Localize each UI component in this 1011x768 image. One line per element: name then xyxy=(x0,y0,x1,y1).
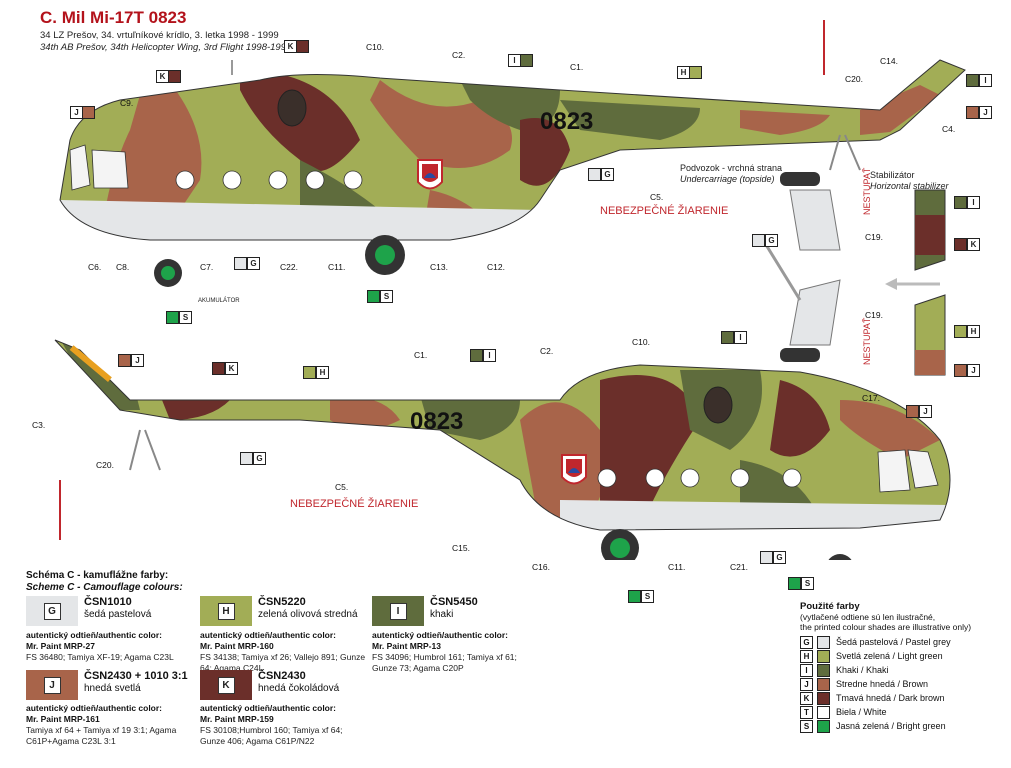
callout-c1-bottom: C1. xyxy=(414,350,428,360)
swatch-h-auth: autentický odtieň/authentic color:Mr. Pa… xyxy=(200,630,366,673)
callout-c12: C12. xyxy=(487,262,505,272)
callout-c9: C9. xyxy=(120,98,134,108)
used-colours: Použité farby (vytlačené odtiene sú len … xyxy=(800,601,1005,733)
tag-i-stab: I xyxy=(954,196,980,209)
tag-j-tail: J xyxy=(966,106,992,119)
callout-c3: C3. xyxy=(32,420,46,430)
tag-k-rotor: K xyxy=(284,40,309,53)
callout-c21: C21. xyxy=(730,562,748,572)
akumulator-label: AKUMULÁTOR xyxy=(198,298,240,304)
callout-c14: C14. xyxy=(880,56,898,66)
tag-g-top: G xyxy=(588,168,614,181)
undercarriage-detail xyxy=(758,172,841,362)
stabilizer-label-en: Horizontal stabilizer xyxy=(870,181,949,191)
callout-c7: C7. xyxy=(200,262,214,272)
callout-c19-bottom: C19. xyxy=(865,310,883,320)
callout-c22: C22. xyxy=(280,262,298,272)
tag-h-stab: H xyxy=(954,325,980,338)
tag-g-undercarriage: G xyxy=(752,234,778,247)
callout-c6: C6. xyxy=(88,262,102,272)
callout-c4: C4. xyxy=(942,124,956,134)
tag-i-tail: I xyxy=(966,74,992,87)
callout-c5-bottom: C5. xyxy=(335,482,349,492)
serial-bottom: 0823 xyxy=(410,408,464,435)
callout-c20-bottom: C20. xyxy=(96,460,114,470)
tag-s-wheel-top: S xyxy=(367,290,393,303)
warning-bottom: NEBEZPEČNÉ ŽIARENIE xyxy=(290,498,419,510)
callout-c20-top: C20. xyxy=(845,74,863,84)
callout-c13: C13. xyxy=(430,262,448,272)
tag-i-top: I xyxy=(508,54,533,67)
swatch-j-auth: autentický odtieň/authentic color:Mr. Pa… xyxy=(26,703,177,746)
warning-top: NEBEZPEČNÉ ŽIARENIE xyxy=(600,205,729,217)
callout-c8: C8. xyxy=(116,262,130,272)
tag-i-bottom: I xyxy=(470,349,496,362)
tag-k-nose: K xyxy=(156,70,181,83)
callout-c15: C15. xyxy=(452,543,470,553)
tag-s-wheel-nose-bottom: S xyxy=(788,577,814,590)
tag-h-bottom: H xyxy=(303,366,329,379)
tag-s-wheel-bottom: S xyxy=(628,590,654,603)
unit-line-en: 34th AB Prešov, 34th Helicopter Wing, 3r… xyxy=(40,42,292,53)
swatch-g-auth: autentický odtieň/authentic color:Mr. Pa… xyxy=(26,630,174,662)
stabilizer-detail xyxy=(885,189,946,376)
tag-g-tail-bottom: G xyxy=(240,452,266,465)
profile-title: C. Mil Mi-17T 0823 xyxy=(40,8,187,27)
stabilizer-label-sk: Stabilizátor xyxy=(870,170,915,180)
used-colours-title: Použité farby xyxy=(800,601,860,612)
unit-line-sk: 34 LZ Prešov, 34. vrtuľníkové krídlo, 3.… xyxy=(40,30,279,41)
tag-k-stab: K xyxy=(954,238,980,251)
undercarriage-label-sk: Podvozok - vrchná strana xyxy=(680,163,783,173)
tag-g-belly-bottom: G xyxy=(760,551,786,564)
tag-j-tail-bottom: J xyxy=(118,354,144,367)
callout-c5-top: C5. xyxy=(650,192,664,202)
tag-i-rotor-bottom: I xyxy=(721,331,747,344)
used-colours-note2: the printed colour shades are illustrati… xyxy=(800,622,972,632)
tag-g-belly: G xyxy=(234,257,260,270)
helicopter-drawings xyxy=(54,20,966,560)
used-colours-note1: (vytlačené odtiene sú len ilustračné, xyxy=(800,612,936,622)
callout-c16: C16. xyxy=(532,562,550,572)
tag-s-wheel-nose: S xyxy=(166,311,192,324)
swatch-i-auth: autentický odtieň/authentic color:Mr. Pa… xyxy=(372,630,517,673)
tag-j-stab: J xyxy=(954,364,980,377)
callout-c1-top: C1. xyxy=(570,62,584,72)
nestupat-bottom: NESTUPAŤ xyxy=(862,317,872,365)
serial-top: 0823 xyxy=(540,108,594,135)
callout-c11-bottom: C11. xyxy=(668,562,686,572)
scheme-title-en: Scheme C - Camouflage colours: xyxy=(26,582,183,593)
callout-c2-top: C2. xyxy=(452,50,466,60)
tag-j-nose-bottom: J xyxy=(906,405,932,418)
tag-k-bottom: K xyxy=(212,362,238,375)
swatch-k-auth: autentický odtieň/authentic color:Mr. Pa… xyxy=(200,703,343,746)
callout-c10-top: C10. xyxy=(366,42,384,52)
top-profile xyxy=(60,60,965,240)
callout-c11-top: C11. xyxy=(328,262,346,272)
scheme-title-sk: Schéma C - kamuflážne farby: xyxy=(26,570,169,581)
tag-j-nose: J xyxy=(70,106,95,119)
undercarriage-label-en: Undercarriage (topside) xyxy=(680,174,775,184)
callout-c17: C17. xyxy=(862,393,880,403)
callout-c19-top: C19. xyxy=(865,232,883,242)
callout-c10-bottom: C10. xyxy=(632,337,650,347)
bottom-profile xyxy=(55,340,950,530)
callout-c2-bottom: C2. xyxy=(540,346,554,356)
tag-h-top: H xyxy=(677,66,702,79)
